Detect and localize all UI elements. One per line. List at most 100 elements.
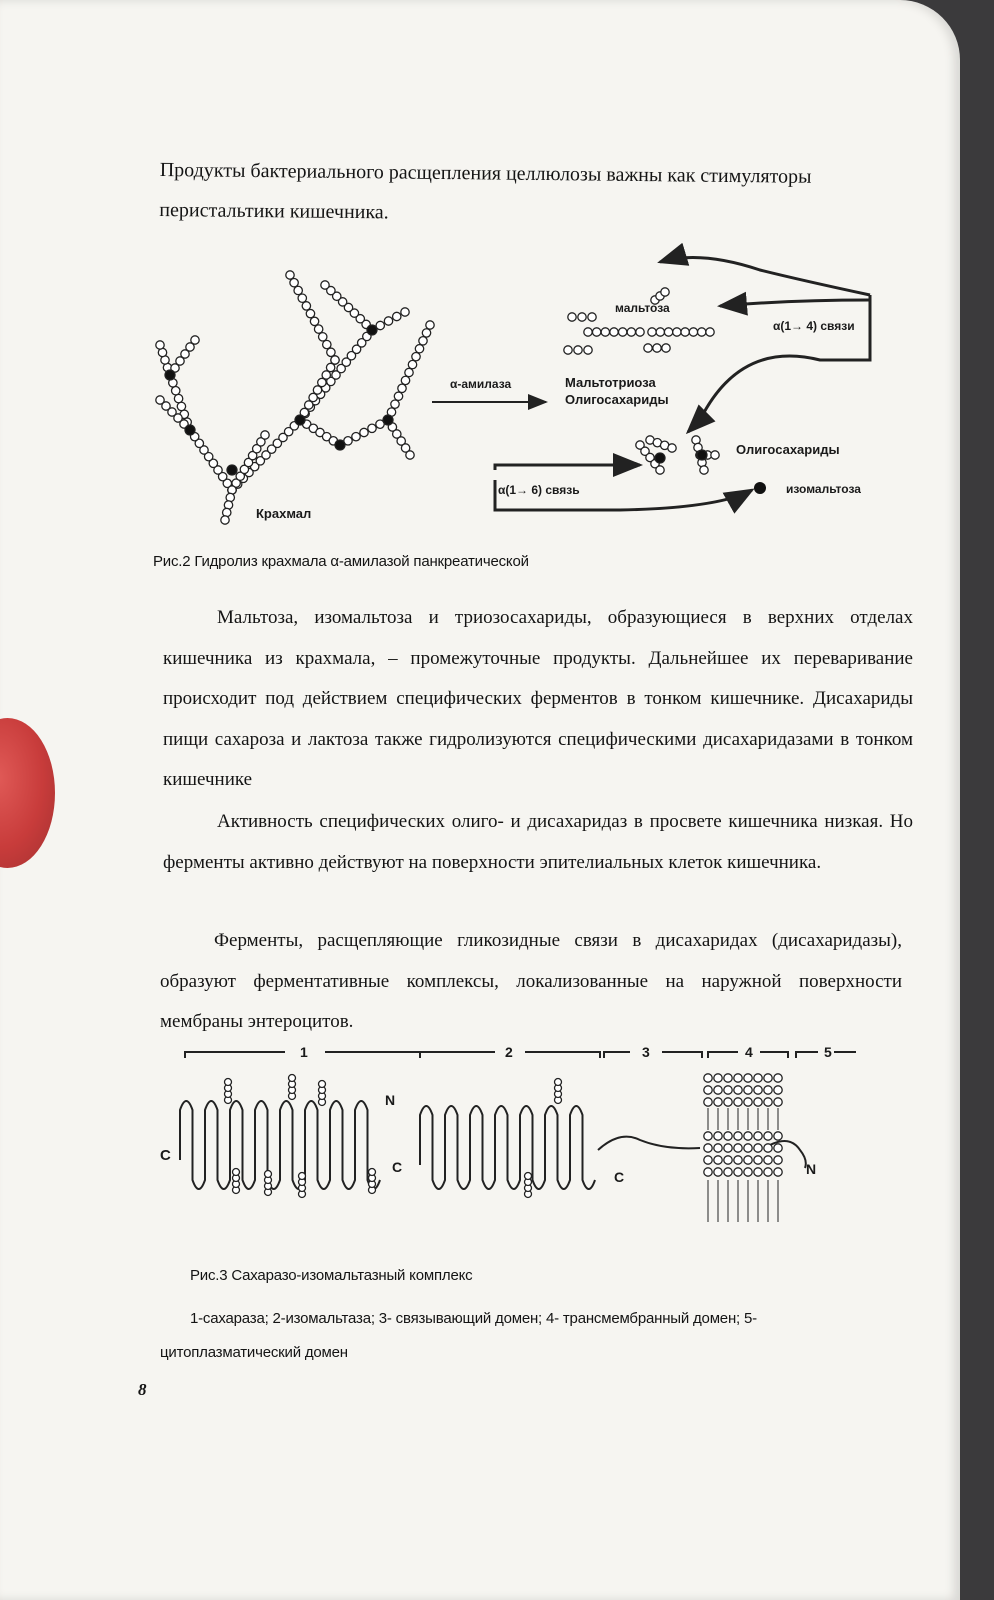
lipid-head	[763, 1097, 773, 1107]
glucose-bead	[397, 383, 407, 394]
glucose-bead	[375, 320, 386, 331]
glucose-bead	[643, 343, 653, 353]
glucose-bead	[617, 327, 628, 337]
bond-1-6-arrow	[493, 480, 755, 514]
lipid-head	[753, 1073, 763, 1083]
lipid-head	[753, 1167, 763, 1177]
glucose-bead	[355, 313, 366, 324]
glucose-bead	[661, 343, 671, 353]
glucose-bead	[367, 423, 377, 434]
product-molecules	[563, 287, 720, 475]
glucose-bead	[351, 344, 362, 355]
glucose-bead	[308, 392, 318, 403]
glucose-bead	[261, 450, 271, 460]
branch-point	[226, 464, 238, 476]
glucose-bead	[190, 335, 200, 345]
n-terminal-mid: N	[385, 1092, 395, 1108]
lipid-head	[773, 1073, 783, 1083]
lipid-head	[753, 1097, 763, 1107]
lipid-head	[733, 1073, 743, 1083]
glucose-bead	[635, 327, 645, 337]
lipid-head	[743, 1143, 753, 1153]
label-bond-1-4: α(1→ 4) связи	[773, 319, 855, 333]
glucose-bead	[341, 357, 352, 367]
sucrase-chain	[179, 1100, 381, 1190]
glucose-bead	[266, 444, 277, 455]
paragraph-3: Ферменты, расщепляющие гликозидные связи…	[160, 921, 902, 1043]
intro-line-2: перистальтики кишечника.	[159, 198, 389, 224]
branch-point	[382, 414, 394, 426]
glucose-bead	[208, 458, 219, 469]
glucose-bead	[699, 465, 709, 475]
starch-molecule	[155, 270, 435, 525]
glucose-bead	[583, 345, 593, 355]
glucose-bead	[390, 399, 400, 410]
lipid-head	[763, 1085, 773, 1095]
domain-2-label: 2	[505, 1044, 513, 1060]
lipid-head	[713, 1167, 723, 1177]
glucose-bead	[283, 426, 294, 437]
paragraph-2-text: Активность специфических олиго- и дисаха…	[163, 811, 913, 873]
glucose-bead	[173, 393, 184, 404]
branch-point	[366, 324, 378, 336]
glucose-bead	[220, 515, 230, 525]
glucose-bead	[672, 327, 682, 337]
lipid-head	[703, 1155, 713, 1165]
glucose-bead	[243, 457, 254, 468]
label-bond-1-6: α(1→ 6) связь	[498, 483, 580, 497]
figure-3-legend: 1-сахараза; 2-изомальтаза; 3- связывающи…	[160, 1302, 900, 1370]
lipid-head	[713, 1097, 723, 1107]
lipid-head	[723, 1073, 733, 1083]
glucose-bead	[331, 291, 342, 302]
glucose-bead	[414, 343, 425, 354]
c-terminal-right: C	[614, 1169, 624, 1185]
glucose-bead	[231, 478, 241, 488]
domain-3-label: 3	[642, 1044, 650, 1060]
label-maltotriose: Мальтотриоза	[565, 375, 656, 390]
glucose-bead	[577, 312, 587, 322]
bond-1-4-arrow-top	[657, 242, 871, 297]
lipid-head	[753, 1085, 763, 1095]
lipid-head	[763, 1167, 773, 1177]
intro-paragraph: Продукты бактериального расщепления целл…	[159, 150, 930, 238]
glucose-bead	[272, 438, 283, 449]
lipid-head	[713, 1143, 723, 1153]
glucose-bead	[260, 430, 270, 440]
branch-point	[334, 439, 346, 451]
lipid-head	[713, 1073, 723, 1083]
lipid-head	[763, 1155, 773, 1165]
lipid-head	[733, 1143, 743, 1153]
glycosylation-beads	[223, 1073, 563, 1199]
glucose-bead	[325, 362, 336, 373]
lipid-head	[733, 1155, 743, 1165]
glucose-bead	[645, 452, 655, 463]
binding-domain-chain	[597, 1135, 701, 1151]
glucose-bead	[391, 429, 402, 439]
domain-1-label: 1	[300, 1044, 308, 1060]
lipid-head	[753, 1131, 763, 1141]
glucose-bead	[317, 1079, 327, 1089]
glucose-bead	[167, 407, 177, 417]
lipid-head	[743, 1167, 753, 1177]
glucose-bead	[647, 327, 657, 337]
lipid-head	[723, 1085, 733, 1095]
label-maltose: мальтоза	[615, 301, 670, 315]
glucose-bead	[421, 328, 432, 338]
domain-5-label: 5	[824, 1044, 832, 1060]
branch-point	[164, 369, 176, 381]
glucose-bead	[407, 359, 418, 370]
glucose-bead	[326, 376, 336, 387]
glucose-bead	[583, 327, 593, 337]
glucose-bead	[175, 356, 185, 366]
glucose-bead	[297, 293, 308, 304]
isomaltase-chain	[419, 1105, 596, 1190]
glucose-bead	[393, 391, 404, 402]
label-oligosaccharides-mid: Олигосахариды	[565, 392, 669, 407]
glucose-bead	[278, 432, 288, 443]
glucose-bead	[696, 327, 707, 337]
glucose-bead	[400, 375, 411, 386]
glucose-bead	[256, 437, 266, 447]
glucose-bead	[400, 307, 410, 317]
glucose-bead	[320, 280, 330, 290]
lipid-head	[763, 1143, 773, 1153]
